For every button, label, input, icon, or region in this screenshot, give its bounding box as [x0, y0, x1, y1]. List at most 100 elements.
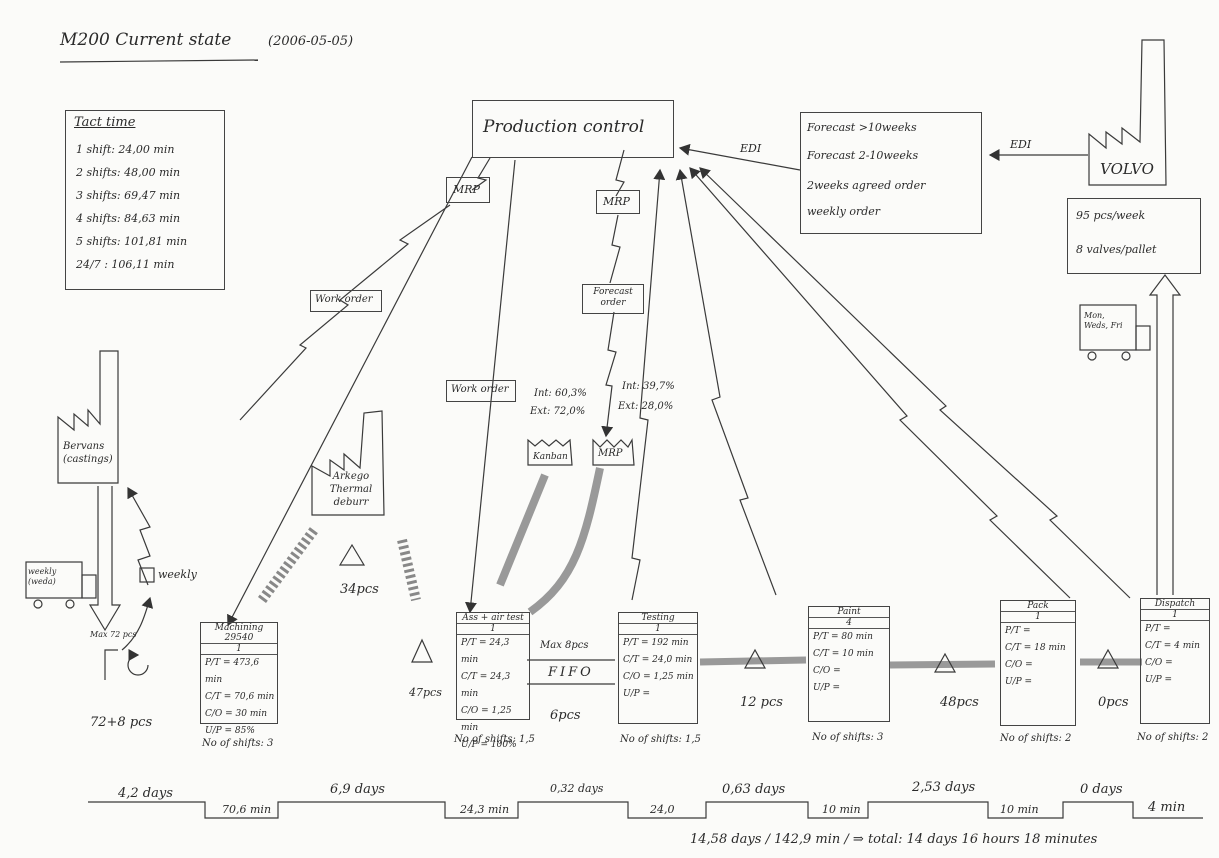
timeline-line — [88, 801, 1203, 819]
triangle-0pcs — [1096, 648, 1120, 669]
customer-data-box: 95 pcs/week 8 valves/pallet — [1067, 198, 1201, 274]
process-row: C/O = 1,25 min — [461, 706, 512, 733]
timeline-days: 6,9 days — [330, 782, 385, 797]
process-name: Machining 29540 — [201, 623, 277, 644]
kanban-arrow-1 — [496, 473, 549, 587]
supplier-max: Max 72 pcs — [90, 630, 137, 639]
supermarket-icon — [104, 649, 118, 680]
process-row: U/P = 100% — [461, 740, 517, 750]
process-name: Ass + air test — [457, 613, 529, 624]
testing-pc-lightning — [631, 168, 666, 601]
process-row: P/T = 473,6 min — [205, 658, 260, 685]
process-operators: 1 — [457, 624, 529, 635]
process-box-pack: Pack 1 P/T = C/T = 18 min C/O = U/P = — [1000, 600, 1076, 726]
customer-name: VOLVO — [1100, 160, 1154, 178]
forecast-order-box: Forecast order — [582, 284, 644, 314]
process-box-assembly: Ass + air test 1 P/T = 24,3 min C/T = 24… — [456, 612, 530, 750]
inventory-paint-pack: 48pcs — [940, 695, 979, 710]
process-shifts: No of shifts: 3 — [812, 732, 884, 743]
forecast-line: Forecast >10weeks — [807, 121, 917, 134]
ext-right: Ext: 28,0% — [618, 401, 674, 412]
process-operators: 1 — [1141, 610, 1209, 621]
process-name: Testing — [619, 613, 697, 624]
kanban-factory-icon — [527, 438, 573, 466]
process-shifts: No of shifts: 2 — [1000, 733, 1072, 744]
forecast-line: 2weeks agreed order — [807, 179, 926, 192]
inventory-pack-dispatch: 0pcs — [1098, 695, 1129, 710]
process-operators: 4 — [809, 618, 889, 629]
withdraw-circle-icon — [127, 649, 149, 676]
timeline-mins: 70,6 min — [222, 803, 272, 816]
page-date: (2006-05-05) — [268, 34, 354, 49]
paint-pc-lightning — [675, 168, 777, 596]
mrp-label: MRP — [453, 183, 480, 196]
triangle-ass — [411, 638, 433, 663]
forecast-box: Forecast >10weeks Forecast 2-10weeks 2we… — [800, 112, 982, 234]
mrp-factory-icon — [592, 438, 635, 466]
customer-truck-wheel2 — [1121, 351, 1131, 361]
mrp2-lightning — [609, 214, 621, 284]
arrow-to-box — [121, 596, 154, 651]
fifo-label: FIFO — [548, 665, 594, 680]
kanban-arrow-2 — [527, 467, 604, 616]
push-to-arkego — [257, 527, 319, 603]
production-control-label: Production control — [483, 117, 645, 137]
process-operators: 1 — [619, 624, 697, 635]
work-order-label: Work order — [451, 384, 509, 395]
dispatch-pc-lightning — [699, 167, 1131, 599]
push-paint-pack — [889, 660, 996, 669]
supplier-truck-wheel — [33, 599, 43, 609]
process-row: C/T = 70,6 min — [205, 692, 275, 702]
process-row: C/O = 1,25 min — [623, 672, 694, 682]
supplier-inventory: 72+8 pcs — [90, 715, 153, 730]
process-row: C/O = 30 min — [205, 709, 268, 719]
customer-truck-cab — [1135, 325, 1151, 351]
process-box-machining: Machining 29540 1 P/T = 473,6 min C/T = … — [200, 622, 278, 736]
edi-right-label: EDI — [1010, 138, 1032, 151]
timeline-days: 2,53 days — [912, 780, 976, 795]
mrp-box-1: MRP — [446, 177, 490, 203]
int-left: Int: 60,3% — [534, 388, 587, 399]
process-shifts: No of shifts: 2 — [1137, 732, 1209, 743]
work-order-label: Work order — [315, 294, 373, 305]
takt-row: 3 shifts: 69,47 min — [76, 189, 181, 202]
ext-left: Ext: 72,0% — [530, 406, 586, 417]
push-testing-paint — [699, 656, 807, 666]
mrp-box-2: MRP — [596, 190, 640, 214]
takt-row: 1 shift: 24,00 min — [76, 143, 175, 156]
subcontractor-name: Arkego Thermal deburr — [329, 471, 373, 508]
process-row: C/O = — [813, 666, 841, 676]
process-row: C/T = 4 min — [1145, 641, 1200, 651]
customer-demand: 95 pcs/week — [1076, 209, 1146, 222]
timeline-mins: 4 min — [1148, 800, 1186, 815]
process-name: Paint — [809, 607, 889, 618]
forecast-line: Forecast 2-10weeks — [807, 149, 919, 162]
process-row: C/T = 24,0 min — [623, 655, 693, 665]
takt-row: 24/7 : 106,11 min — [76, 258, 175, 271]
dispatch-ship-arrow — [1148, 274, 1182, 595]
triangle-arkego — [338, 543, 366, 566]
process-row: P/T = — [1005, 626, 1031, 636]
process-shifts: No of shifts: 1,5 — [454, 734, 535, 745]
customer-truck-wheel — [1087, 351, 1097, 361]
supplier-factory-icon — [57, 350, 119, 484]
work-order-box-1: Work order — [310, 290, 382, 312]
pc-to-ass-line — [464, 159, 516, 614]
timeline-mins: 24,0 — [650, 803, 675, 816]
mrp-label: MRP — [603, 195, 630, 208]
push-from-arkego — [397, 538, 421, 602]
process-row: P/T = 192 min — [623, 638, 689, 648]
supplier-info-arrow — [127, 486, 151, 586]
subcontractor-inventory: 34pcs — [340, 582, 379, 597]
triangle-12pcs — [743, 648, 767, 669]
process-row: U/P = — [813, 683, 841, 693]
supplier-truck-label: weekly (weda) — [28, 567, 57, 586]
process-box-paint: Paint 4 P/T = 80 min C/T = 10 min C/O = … — [808, 606, 890, 722]
work-order-box-2: Work order — [446, 380, 516, 402]
takt-heading: Tact time — [74, 115, 136, 130]
inventory-ass: 47pcs — [409, 686, 442, 699]
forecast-line: weekly order — [807, 205, 881, 218]
timeline-total: 14,58 days / 142,9 min / ⇒ total: 14 day… — [690, 832, 1098, 847]
process-row: P/T = 24,3 min — [461, 638, 510, 665]
triangle-48pcs — [933, 652, 957, 673]
